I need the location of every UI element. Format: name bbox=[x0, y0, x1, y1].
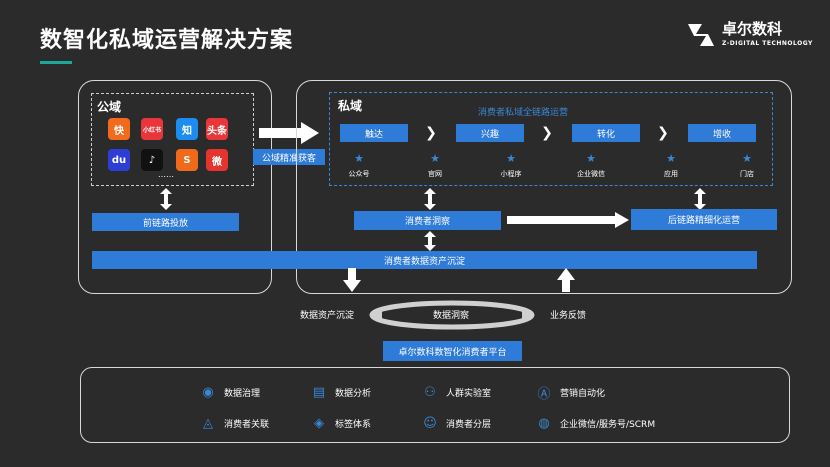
feature-item[interactable]: ☺ 消费者分层 bbox=[422, 415, 491, 431]
kuaishou-icon[interactable]: 快 bbox=[108, 118, 130, 140]
chevron-right-icon: ❯ bbox=[425, 125, 437, 141]
star-icon: ★ bbox=[430, 152, 440, 165]
stage-3[interactable]: 增收 bbox=[688, 124, 756, 142]
channel-label: 小程序 bbox=[500, 170, 522, 178]
more-channels: …… bbox=[158, 170, 174, 179]
brand-logo: 卓尔数科 Z-DIGITAL TECHNOLOGY bbox=[686, 18, 812, 54]
channel-label: 门店 bbox=[740, 170, 754, 178]
toutiao-icon[interactable]: 头条 bbox=[206, 118, 228, 140]
logo-subtitle: Z-DIGITAL TECHNOLOGY bbox=[722, 40, 813, 47]
wechat-icon: ◍ bbox=[538, 415, 550, 431]
asset-down-arrow-icon bbox=[343, 268, 361, 292]
crowd-icon: ⚇ bbox=[424, 384, 436, 400]
back-link-updown-arrow-icon bbox=[694, 188, 706, 210]
features-panel bbox=[80, 367, 790, 443]
journey-box bbox=[329, 92, 773, 186]
logo-mark-icon bbox=[688, 24, 714, 46]
feature-label: 人群实验室 bbox=[446, 388, 492, 399]
feature-item[interactable]: ◬ 消费者关联 bbox=[200, 415, 269, 431]
feature-item[interactable]: ◍ 企业微信/服务号/SCRM bbox=[536, 415, 655, 431]
public-acquisition-label[interactable]: 公域精准获客 bbox=[253, 149, 325, 165]
automation-icon: Ⓐ bbox=[537, 386, 551, 402]
channel-label: 官网 bbox=[428, 170, 442, 178]
feedback-up-arrow-icon bbox=[557, 268, 575, 292]
platform-label[interactable]: 卓尔数科数智化消费者平台 bbox=[383, 341, 522, 361]
feature-label: 企业微信/服务号/SCRM bbox=[560, 419, 656, 430]
chevron-right-icon: ❯ bbox=[541, 125, 553, 141]
private-domain-label: 私域 bbox=[338, 99, 363, 113]
up-down-arrow-icon bbox=[160, 188, 172, 210]
star-icon: ★ bbox=[666, 152, 676, 165]
star-icon: ★ bbox=[586, 152, 596, 165]
star-icon: ★ bbox=[506, 152, 516, 165]
channel-label: 应用 bbox=[664, 170, 678, 178]
back-link-operation[interactable]: 后链路精细化运营 bbox=[631, 209, 777, 230]
private-domain-panel bbox=[296, 80, 792, 294]
logo-name: 卓尔数科 bbox=[722, 20, 783, 38]
cycle-left-label: 数据资产沉淀 bbox=[300, 311, 355, 321]
stage-2[interactable]: 转化 bbox=[572, 124, 640, 142]
feature-item[interactable]: ◈ 标签体系 bbox=[311, 415, 371, 431]
public-domain-panel bbox=[78, 80, 272, 294]
insight-up-arrow-icon bbox=[424, 231, 436, 251]
douyin-icon[interactable]: ♪ bbox=[141, 149, 163, 171]
consumer-data-asset-bar[interactable]: 消费者数据资产沉淀 bbox=[92, 251, 757, 269]
stage-0[interactable]: 触达 bbox=[340, 124, 408, 142]
feature-label: 消费者分层 bbox=[446, 419, 492, 430]
tag-icon: ◈ bbox=[314, 415, 324, 431]
chevron-right-icon: ❯ bbox=[657, 125, 669, 141]
zhihu-icon[interactable]: 知 bbox=[176, 118, 198, 140]
consumer-insight[interactable]: 消费者洞察 bbox=[354, 211, 501, 230]
baidu-icon[interactable]: du bbox=[108, 149, 130, 171]
stage-1[interactable]: 兴趣 bbox=[456, 124, 524, 142]
cycle-center-label: 数据洞察 bbox=[433, 311, 470, 321]
channel-label: 公众号 bbox=[348, 170, 370, 178]
analytics-icon: ▤ bbox=[312, 384, 326, 400]
public-domain-label: 公域 bbox=[97, 100, 122, 114]
xiaohongshu-icon[interactable]: 小红书 bbox=[141, 118, 163, 140]
feature-item[interactable]: Ⓐ 营销自动化 bbox=[536, 384, 606, 402]
star-icon: ★ bbox=[742, 152, 752, 165]
feature-label: 数据治理 bbox=[224, 388, 261, 399]
sogou-icon[interactable]: S bbox=[176, 149, 198, 171]
weibo-icon[interactable]: 微 bbox=[206, 149, 228, 171]
title-underline bbox=[40, 61, 72, 64]
feature-label: 营销自动化 bbox=[560, 388, 606, 399]
feature-item[interactable]: ▤ 数据分析 bbox=[311, 384, 371, 400]
feature-item[interactable]: ⚇ 人群实验室 bbox=[422, 384, 491, 400]
cycle-right-label: 业务反馈 bbox=[550, 311, 587, 321]
database-icon: ◉ bbox=[202, 384, 214, 400]
cycle-ring-icon bbox=[369, 300, 535, 330]
insight-to-backlink-arrow-icon bbox=[507, 212, 629, 228]
front-link-ads[interactable]: 前链路投放 bbox=[92, 213, 239, 231]
insight-updown-arrow-icon bbox=[424, 188, 436, 210]
segment-icon: ☺ bbox=[423, 415, 437, 431]
feature-item[interactable]: ◉ 数据治理 bbox=[200, 384, 260, 400]
page-title: 数智化私域运营解决方案 bbox=[40, 28, 294, 53]
star-icon: ★ bbox=[354, 152, 364, 165]
public-channels-box bbox=[91, 93, 254, 186]
transfer-arrow-icon bbox=[259, 122, 319, 144]
feature-label: 标签体系 bbox=[335, 419, 372, 430]
journey-title: 消费者私域全链路运营 bbox=[478, 108, 569, 118]
relation-icon: ◬ bbox=[203, 415, 213, 431]
feature-label: 消费者关联 bbox=[224, 419, 270, 430]
feature-label: 数据分析 bbox=[335, 388, 372, 399]
channel-label: 企业微信 bbox=[577, 170, 605, 178]
